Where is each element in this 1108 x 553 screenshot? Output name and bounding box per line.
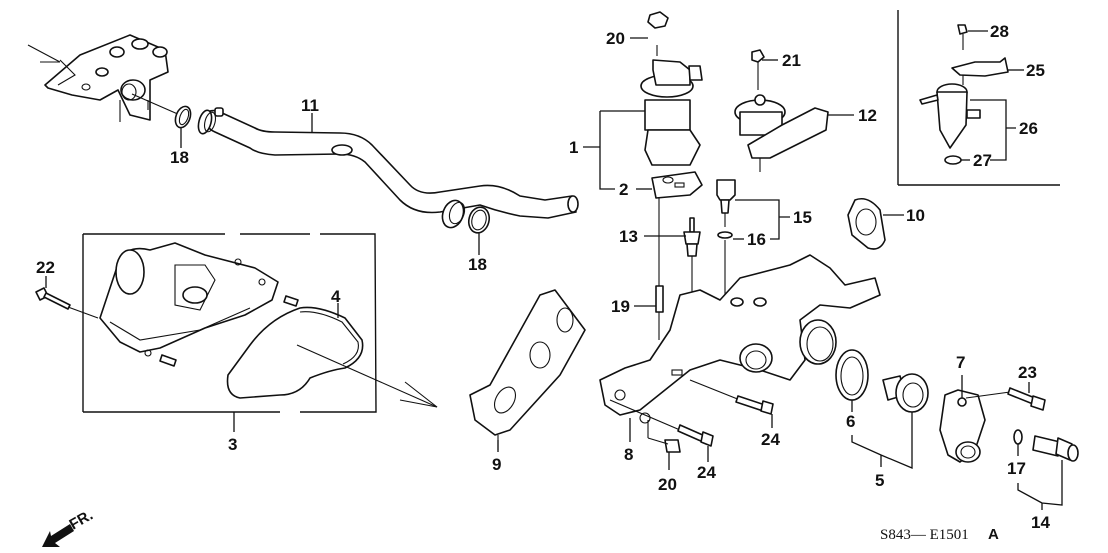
front-arrow: FR. bbox=[42, 507, 96, 547]
gasket-10 bbox=[847, 197, 886, 250]
callout-18-upper: 18 bbox=[170, 148, 189, 167]
callout-4: 4 bbox=[331, 287, 341, 306]
o-ring-18-upper bbox=[174, 105, 192, 129]
callout-13: 13 bbox=[619, 227, 638, 246]
callout-12: 12 bbox=[858, 106, 877, 125]
callout-15: 15 bbox=[793, 208, 812, 227]
callout-8: 8 bbox=[624, 445, 633, 464]
connecting-pipe bbox=[197, 107, 579, 234]
water-pump-group bbox=[35, 233, 438, 413]
callout-9: 9 bbox=[492, 455, 501, 474]
callout-20-lower: 20 bbox=[658, 475, 677, 494]
thermostat-cover bbox=[939, 387, 1046, 463]
callout-10: 10 bbox=[906, 206, 925, 225]
callout-19: 19 bbox=[611, 297, 630, 316]
callout-labels: 1 2 3 4 5 6 7 8 9 10 11 12 13 14 15 16 1… bbox=[36, 22, 1050, 532]
callout-24-rear: 24 bbox=[761, 430, 780, 449]
engine-block-fragment bbox=[27, 34, 181, 122]
bolt-22 bbox=[35, 287, 99, 319]
callout-24-front: 24 bbox=[697, 463, 716, 482]
water-passage-gasket bbox=[469, 289, 586, 450]
housing-bolts bbox=[609, 379, 774, 453]
callout-18-lower: 18 bbox=[468, 255, 487, 274]
callout-25: 25 bbox=[1026, 61, 1045, 80]
front-arrow-icon bbox=[42, 524, 74, 547]
callout-22: 22 bbox=[36, 258, 55, 277]
callout-21: 21 bbox=[782, 51, 801, 70]
egr-valve bbox=[640, 11, 703, 166]
egr-control-valve bbox=[734, 49, 829, 172]
thermo-switch bbox=[1013, 429, 1079, 462]
callout-1: 1 bbox=[569, 138, 578, 157]
callout-5: 5 bbox=[875, 471, 884, 490]
egr-gasket bbox=[651, 171, 703, 340]
callout-28: 28 bbox=[990, 22, 1009, 41]
drawing-code: S843— E1501 A bbox=[880, 526, 999, 543]
callout-26: 26 bbox=[1019, 119, 1038, 138]
callout-17: 17 bbox=[1007, 459, 1026, 478]
stud-19 bbox=[655, 285, 664, 313]
drawing-code-text: S843— E1501 bbox=[880, 527, 969, 543]
inset-group bbox=[897, 10, 1060, 186]
callout-20-upper: 20 bbox=[606, 29, 625, 48]
drawing-code-suffix: A bbox=[988, 526, 999, 543]
thermostat bbox=[882, 373, 929, 413]
callout-3: 3 bbox=[228, 435, 237, 454]
callout-6: 6 bbox=[846, 412, 855, 431]
callout-2: 2 bbox=[619, 180, 628, 199]
callout-7: 7 bbox=[956, 353, 965, 372]
callout-27: 27 bbox=[973, 151, 992, 170]
callout-11: 11 bbox=[301, 96, 319, 115]
water-passage-housing bbox=[599, 254, 881, 424]
thermostat-seal bbox=[835, 349, 869, 401]
leader-lines bbox=[45, 30, 1063, 510]
temperature-sensor bbox=[716, 179, 736, 300]
callout-16: 16 bbox=[747, 230, 766, 249]
callout-14: 14 bbox=[1031, 513, 1050, 532]
callout-23: 23 bbox=[1018, 363, 1037, 382]
